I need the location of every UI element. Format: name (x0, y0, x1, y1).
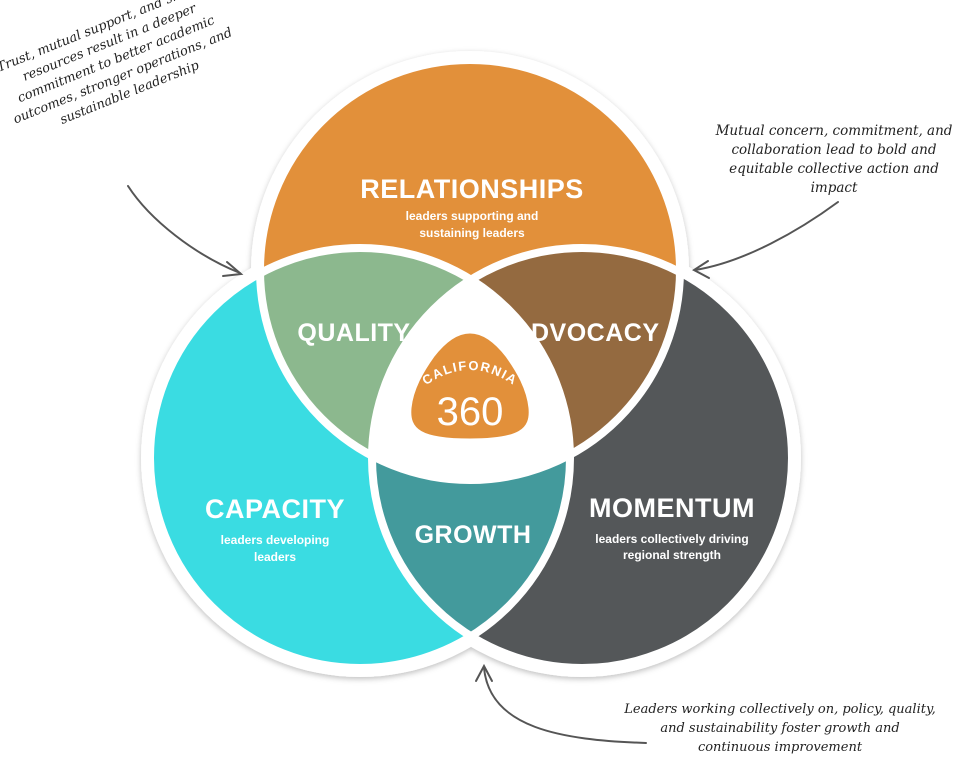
annotation-bottom-right-line-2: and sustainability foster growth and (660, 721, 900, 736)
annotation-top-right-line-4: impact (810, 180, 858, 196)
california-360-badge: CALIFORNIA 360 (408, 330, 532, 442)
relationships-subtitle-2: sustaining leaders (419, 226, 525, 240)
capacity-title: CAPACITY (205, 494, 345, 524)
relationships-title: RELATIONSHIPS (360, 174, 584, 204)
badge-number: 360 (437, 390, 504, 434)
quality-title: QUALITY (297, 319, 410, 347)
annotation-bottom-right-line-3: continuous improvement (697, 740, 863, 755)
relationships-subtitle-1: leaders supporting and (406, 209, 539, 223)
advocacy-title: ADVOCACY (512, 319, 659, 347)
arrow-top-left (127, 185, 244, 277)
capacity-subtitle-2: leaders (254, 550, 296, 564)
annotation-top-right-line-3: equitable collective action and (729, 161, 939, 177)
arrow-bottom (475, 663, 647, 744)
momentum-title: MOMENTUM (589, 493, 755, 523)
annotation-top-right-line-1: Mutual concern, commitment, and (715, 123, 953, 139)
arrow-top-right (692, 201, 839, 279)
annotation-top-right-line-2: collaboration lead to bold and (731, 142, 937, 158)
capacity-subtitle-1: leaders developing (221, 533, 330, 547)
momentum-subtitle-1: leaders collectively driving (595, 532, 748, 546)
momentum-subtitle-2: regional strength (623, 548, 721, 562)
annotation-top-right: Mutual concern, commitment, and collabor… (714, 122, 954, 198)
annotation-bottom-right: Leaders working collectively on, policy,… (604, 700, 956, 757)
badge-shape (408, 330, 532, 442)
growth-title: GROWTH (415, 521, 532, 549)
annotation-bottom-right-line-1: Leaders working collectively on, policy,… (624, 702, 936, 717)
